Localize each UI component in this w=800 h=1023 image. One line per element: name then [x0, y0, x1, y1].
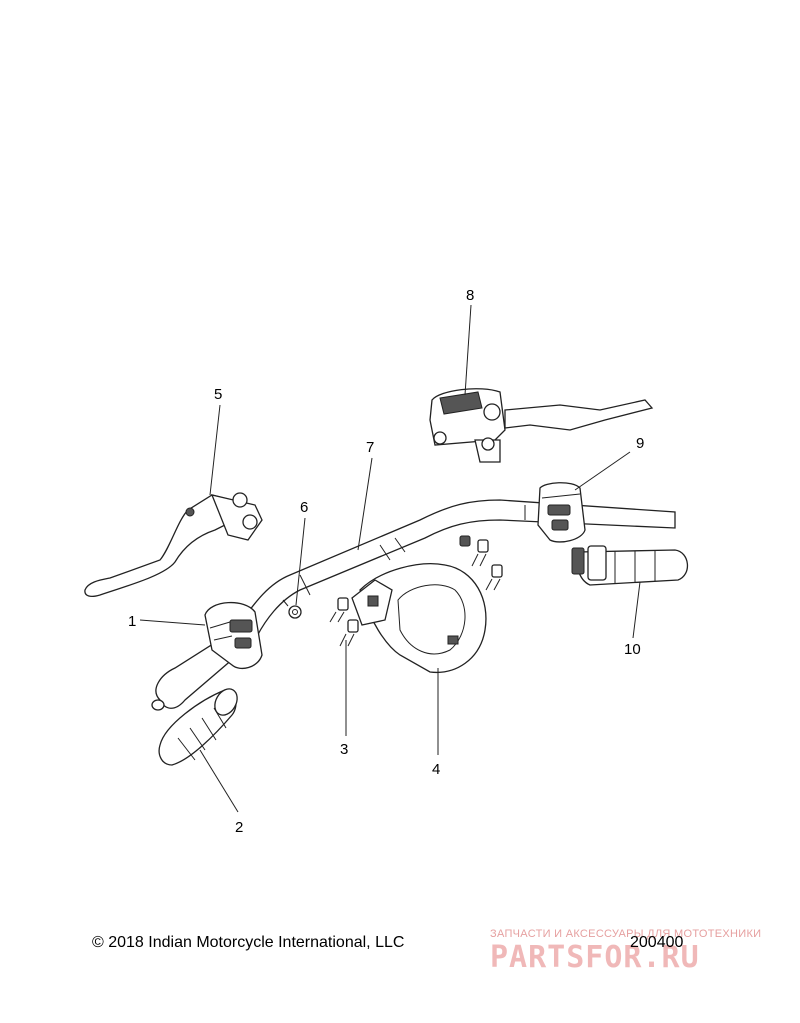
- right-switch-housing: [537, 482, 586, 543]
- watermark-tagline: ЗАПЧАСТИ И АКСЕССУАРЫ ДЛЯ МОТОТЕХНИКИ: [490, 928, 762, 940]
- callout-4: 4: [432, 761, 440, 778]
- left-grip: [158, 688, 238, 766]
- callout-6: 6: [300, 499, 308, 516]
- left-switch-housing: [204, 601, 263, 669]
- callouts: 1 2 3 4 5 6 7 8 9 10: [128, 287, 644, 836]
- copyright-notice: © 2018 Indian Motorcycle International, …: [92, 934, 405, 951]
- throttle-grip: [571, 545, 689, 586]
- clutch-lever: [84, 492, 263, 597]
- callout-10: 10: [624, 641, 641, 658]
- brake-master-cylinder: [429, 388, 654, 463]
- callout-1: 1: [128, 613, 136, 630]
- figure-number: 200400: [630, 934, 684, 951]
- callout-3: 3: [340, 741, 348, 758]
- leader-lines: [139, 304, 641, 813]
- handlebar-cover-housing: [351, 563, 487, 674]
- callout-5: 5: [214, 386, 222, 403]
- screws: [329, 535, 503, 647]
- callout-7: 7: [366, 439, 374, 456]
- wire-clip: [282, 599, 302, 619]
- callout-9: 9: [636, 435, 644, 452]
- callout-8: 8: [466, 287, 474, 304]
- watermark-logo: PARTSFOR.RU: [490, 940, 700, 975]
- callout-2: 2: [235, 819, 243, 836]
